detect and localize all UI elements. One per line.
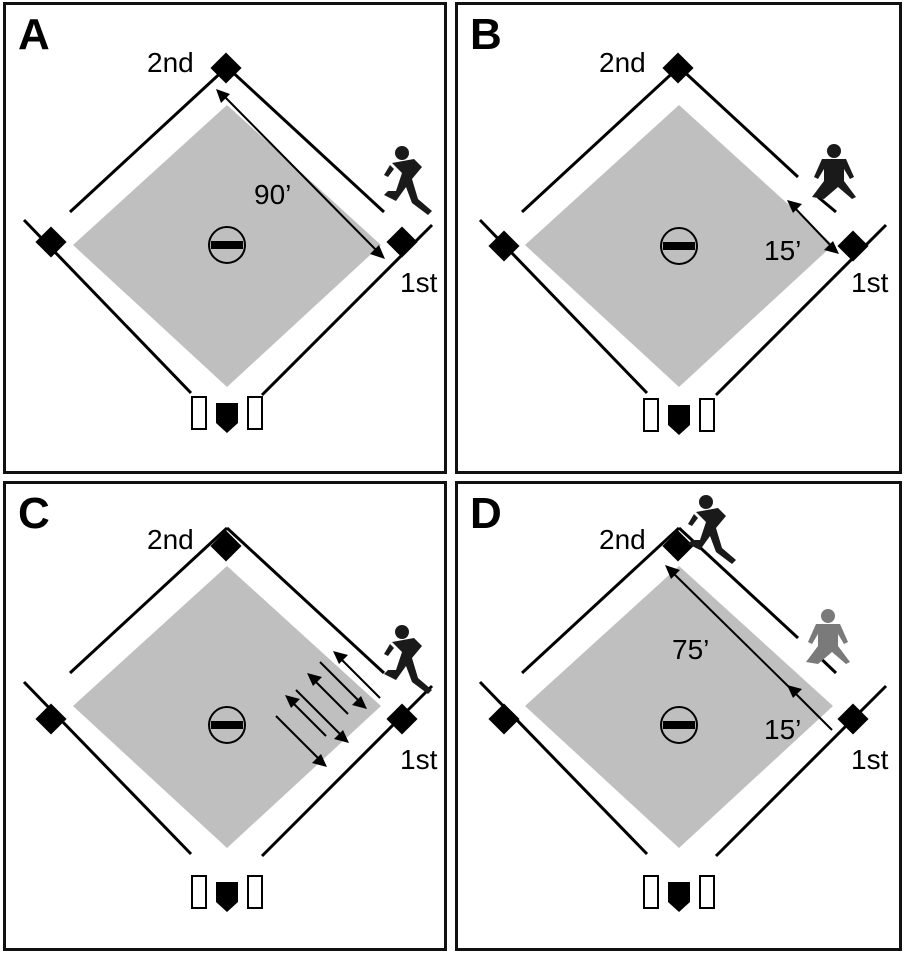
runner-icon [384, 625, 432, 694]
batter-box-left-icon [643, 875, 659, 909]
home-plate-icon [216, 403, 238, 433]
home-plate-icon [216, 882, 238, 912]
batter-box-left-icon [191, 875, 207, 909]
third-base-icon [488, 703, 520, 735]
first-base-label: 1st [851, 744, 889, 775]
foul-line-upper-left [68, 526, 229, 675]
panel-letter: C [18, 489, 50, 538]
panel-b: B 2nd 1st 15’ [455, 2, 902, 474]
distance-arrow-90 [216, 89, 385, 259]
panel-letter: B [470, 10, 502, 59]
third-base-icon [35, 226, 67, 258]
panel-c: C 2nd 1st [3, 481, 447, 951]
batter-box-right-icon [247, 396, 263, 430]
baseball-diamond-d [478, 495, 888, 912]
panel-letter: A [18, 10, 50, 59]
third-base-icon [488, 230, 520, 262]
distance-label-75: 75’ [672, 634, 710, 665]
distance-arrow-15 [787, 200, 839, 254]
distance-label: 15’ [764, 235, 802, 266]
third-base-icon [35, 703, 67, 735]
panel-a: A 2nd 1st 90’ [3, 2, 447, 474]
foul-line-upper-left [68, 65, 229, 214]
second-base-label: 2nd [599, 524, 646, 555]
batter-box-right-icon [247, 875, 263, 909]
shuttle-arrows [275, 651, 381, 767]
home-plate-icon [668, 882, 690, 912]
runner-icon [384, 146, 432, 215]
pitcher-rubber [663, 242, 695, 250]
first-base-label: 1st [400, 267, 438, 298]
diamond-field [22, 52, 434, 433]
foul-line-upper-left [520, 526, 681, 675]
pitcher-rubber [211, 721, 243, 729]
fielder-icon [806, 609, 850, 664]
foul-line-upper-right [225, 65, 386, 214]
pitcher-rubber [663, 721, 695, 729]
diamond-field [22, 526, 434, 912]
distance-arrow-75 [665, 565, 793, 691]
foul-line-upper-right [225, 526, 386, 675]
fielder-icon [812, 144, 856, 199]
diamond-field [478, 52, 888, 435]
distance-label-15: 15’ [764, 714, 802, 745]
second-base-label: 2nd [599, 47, 646, 78]
first-base-label: 1st [851, 267, 889, 298]
second-base-label: 2nd [147, 47, 194, 78]
foul-line-upper-right-2 [817, 195, 837, 214]
foul-line-upper-left [520, 65, 681, 214]
baseball-diamond-c [22, 526, 434, 912]
batter-box-right-icon [699, 398, 715, 432]
second-base-label: 2nd [147, 524, 194, 555]
panel-d: D 2nd 1st 75’ 15’ [455, 481, 902, 951]
first-base-label: 1st [400, 744, 438, 775]
distance-arrow-15 [787, 685, 833, 731]
baseball-diamond-b [478, 52, 888, 435]
first-base-icon [837, 230, 869, 262]
second-base-icon [210, 52, 242, 84]
batter-box-left-icon [191, 396, 207, 430]
batter-box-left-icon [643, 398, 659, 432]
batter-box-right-icon [699, 875, 715, 909]
home-plate-icon [668, 405, 690, 435]
distance-label: 90’ [254, 179, 292, 210]
first-base-icon [386, 703, 418, 735]
foul-line-upper-right [677, 65, 800, 179]
baseball-diamond-a [22, 52, 434, 433]
runner-icon [688, 495, 736, 564]
pitcher-rubber [211, 241, 243, 249]
first-base-icon [386, 226, 418, 258]
panel-letter: D [470, 489, 502, 538]
diamond-field [478, 526, 888, 912]
